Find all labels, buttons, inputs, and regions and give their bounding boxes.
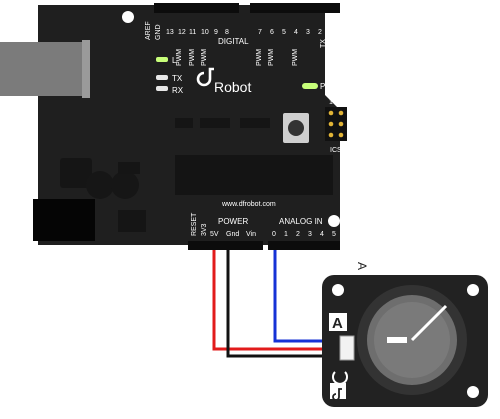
voltage-regulator xyxy=(60,158,92,188)
led-pwr xyxy=(302,83,318,89)
component xyxy=(175,118,193,128)
led-rx-label: RX xyxy=(172,86,184,95)
pin-label-11: 11 xyxy=(189,29,196,36)
module-mounting-hole xyxy=(332,284,344,296)
module-mounting-hole xyxy=(467,284,479,296)
website-label: www.dfrobot.com xyxy=(221,201,276,208)
dc-power-jack xyxy=(33,199,95,241)
mounting-hole xyxy=(326,80,338,92)
microcontroller-chip xyxy=(175,155,333,195)
analog-pin-5: 5 xyxy=(332,231,336,238)
reset-label: RESET xyxy=(191,212,198,236)
analog-header xyxy=(268,241,340,250)
pin-label-3: 3 xyxy=(306,29,310,36)
power-header xyxy=(188,241,263,250)
led-l xyxy=(156,57,168,62)
capacitor xyxy=(111,171,139,199)
arduino-board: 1 ICSP AREF GND 13 12 11 10 9 8 PWM PWM … xyxy=(0,3,347,250)
digital-header-left xyxy=(154,3,239,13)
pin-label-13: 13 xyxy=(166,29,174,36)
led-l-label: L xyxy=(172,56,177,65)
knob-arrow xyxy=(387,337,407,343)
pin-label-gnd: GND xyxy=(155,24,162,40)
knob-indicator xyxy=(410,304,448,342)
pin-label-7: 7 xyxy=(258,29,262,36)
rotation-sensor-module: A xyxy=(322,275,488,407)
icsp-label: ICSP xyxy=(330,147,347,154)
mounting-hole xyxy=(122,11,134,23)
dfrobot-logo-icon xyxy=(196,67,214,87)
pin-label-4: 4 xyxy=(294,29,298,36)
power-pin-vin: Vin xyxy=(246,231,256,238)
logo-text: Robot xyxy=(214,79,251,95)
pin-label-6: 6 xyxy=(270,29,274,36)
pin-label-12: 12 xyxy=(178,29,186,36)
pin-label-8: 8 xyxy=(225,29,229,36)
pwm-label-9: PWM xyxy=(201,49,208,66)
reset-button-cap xyxy=(288,120,304,136)
component xyxy=(200,118,230,128)
icsp-pin1-label: 1 xyxy=(329,99,333,106)
led-tx-label: TX xyxy=(172,74,183,83)
pin-label-tx: TX xyxy=(320,39,327,48)
icsp-header xyxy=(325,107,347,141)
pin-label-rx: RX xyxy=(332,38,339,48)
pwr-label: PWR xyxy=(320,82,339,91)
wire-vcc xyxy=(212,250,340,351)
power-pin-5v: 5V xyxy=(210,231,219,238)
pwm-label-6: PWM xyxy=(256,49,263,66)
led-rx xyxy=(156,86,168,91)
component xyxy=(240,118,270,128)
capacitor xyxy=(86,171,114,199)
pwm-label-5: PWM xyxy=(268,49,275,66)
wire-gnd xyxy=(226,250,340,358)
v33-label: 3V3 xyxy=(201,223,208,236)
pwm-label-11: PWM xyxy=(176,49,183,66)
wires xyxy=(212,250,340,358)
module-letter: A xyxy=(332,315,343,332)
power-label: POWER xyxy=(218,217,248,226)
module-connector xyxy=(339,335,355,361)
component xyxy=(118,210,146,232)
digital-header-right xyxy=(250,3,340,13)
component xyxy=(118,162,140,174)
digital-pin-labels-left: AREF GND 13 12 11 10 9 8 xyxy=(145,21,229,40)
digital-pin-labels-right: 7 6 5 4 3 2 1 0 xyxy=(258,29,322,36)
pin-label-10: 10 xyxy=(201,29,209,36)
pin-label-5: 5 xyxy=(282,29,286,36)
module-letter-badge xyxy=(329,313,347,331)
power-pin-gnd: Gnd xyxy=(226,231,239,238)
side-letter: A xyxy=(355,262,369,270)
analog-pin-1: 1 xyxy=(284,231,288,238)
analog-pin-4: 4 xyxy=(320,231,324,238)
pwm-label-3: PWM xyxy=(292,49,299,66)
pin-label-2: 2 xyxy=(318,29,322,36)
analog-pin-3: 3 xyxy=(308,231,312,238)
analog-pin-0: 0 xyxy=(272,231,276,238)
digital-label: DIGITAL xyxy=(218,37,249,46)
df-logo-icon xyxy=(332,388,342,401)
module-mounting-hole xyxy=(467,386,479,398)
wire-signal xyxy=(273,250,340,343)
analog-in-label: ANALOG IN xyxy=(279,217,323,226)
usb-connector xyxy=(0,42,88,96)
mounting-hole xyxy=(328,215,340,227)
dfrobot-logo: Robot xyxy=(196,67,251,95)
pin-label-9: 9 xyxy=(214,29,218,36)
led-tx xyxy=(156,75,168,80)
pwm-label-10: PWM xyxy=(189,49,196,66)
usb-connector-flange xyxy=(82,40,90,98)
pin-label-aref: AREF xyxy=(145,21,152,40)
analog-pin-2: 2 xyxy=(296,231,300,238)
